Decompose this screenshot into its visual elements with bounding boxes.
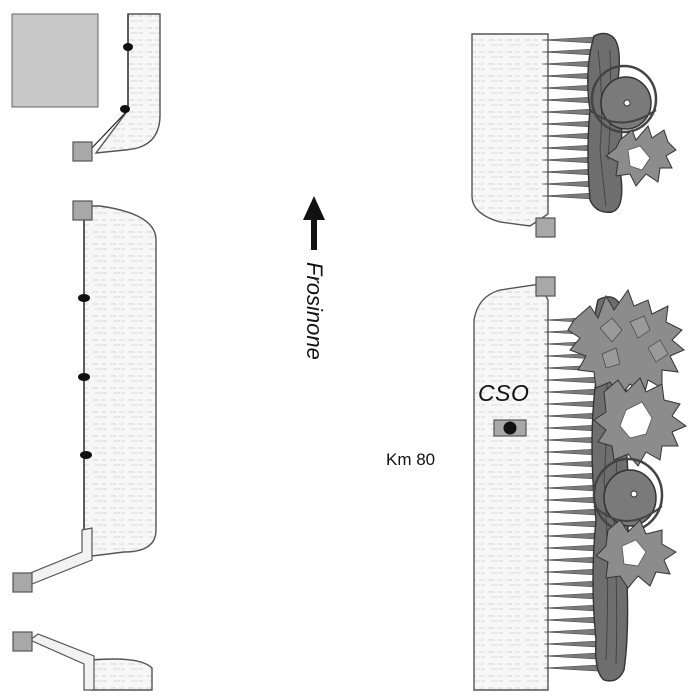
access-ramp (28, 633, 95, 691)
sidewalk-upper-right (471, 33, 549, 227)
hedge-spike (543, 448, 599, 456)
utility-box (72, 141, 93, 162)
bush-icon (595, 519, 677, 589)
hedge-spike (541, 156, 595, 164)
hedge-spike (543, 604, 599, 612)
hedge-spike (541, 72, 595, 80)
tree-icon (592, 457, 664, 533)
hedge-spike (543, 580, 599, 588)
hedge-spike (541, 108, 595, 116)
building-block (11, 13, 99, 108)
bollard (120, 105, 130, 113)
hedge-spike (541, 84, 595, 92)
hedge-spike (543, 532, 599, 540)
hedge-spike (541, 96, 595, 104)
hedge-spike (543, 544, 599, 552)
utility-box (72, 200, 93, 221)
hedge-spike (543, 628, 599, 636)
hedge-spike (541, 180, 595, 188)
tree-icon (589, 64, 658, 134)
hedge-spike (541, 60, 595, 68)
hedge-spike (541, 192, 595, 200)
sidewalk-middle-left (83, 205, 157, 557)
kilometre-label: Km 80 (386, 450, 436, 469)
hedge-spike (543, 460, 599, 468)
bush-icon (593, 377, 688, 467)
hedge-row (541, 36, 595, 200)
hedge-spike (543, 508, 599, 516)
station-label: CSO (478, 380, 530, 406)
hedge-spike (543, 376, 599, 384)
utility-box (535, 217, 556, 238)
hedge-spike (543, 640, 599, 648)
hedge-spike (543, 496, 599, 504)
station-dot-icon (493, 419, 527, 437)
utility-box (535, 276, 556, 297)
hedge-spike (543, 652, 599, 660)
direction-label: Frosinone (302, 262, 327, 360)
hedge-spike (541, 132, 595, 140)
hedge-spike (543, 592, 599, 600)
hedge-spike (543, 616, 599, 624)
hedge-spike (543, 388, 599, 396)
tree-trunk-strip (587, 32, 623, 213)
utility-box (12, 572, 33, 593)
hedge-spike (543, 568, 599, 576)
hedge-spike (543, 556, 599, 564)
hedge-spike (541, 120, 595, 128)
hedge-spike (543, 484, 599, 492)
utility-box (12, 631, 33, 652)
bush-icon (605, 125, 677, 187)
north-arrow-icon (303, 196, 325, 250)
bollard (78, 373, 90, 381)
hedge-spike (543, 472, 599, 480)
hedge-spike (543, 400, 599, 408)
sidewalk-bottom-left (91, 658, 153, 691)
bush-icon (567, 288, 685, 397)
hedge-spike (541, 144, 595, 152)
bollard (123, 43, 133, 51)
hedge-spike (541, 36, 595, 44)
hedge-spike (543, 520, 599, 528)
hedge-spike (541, 48, 595, 56)
access-ramp (27, 527, 93, 585)
sidewalk-lower-right (473, 283, 549, 691)
hedge-spike (543, 412, 599, 420)
hedge-spike (541, 168, 595, 176)
hedge-spike (543, 664, 599, 672)
hedge-spike (543, 424, 599, 432)
bollard (80, 451, 92, 459)
hedge-spike (543, 436, 599, 444)
bollard (78, 294, 90, 302)
